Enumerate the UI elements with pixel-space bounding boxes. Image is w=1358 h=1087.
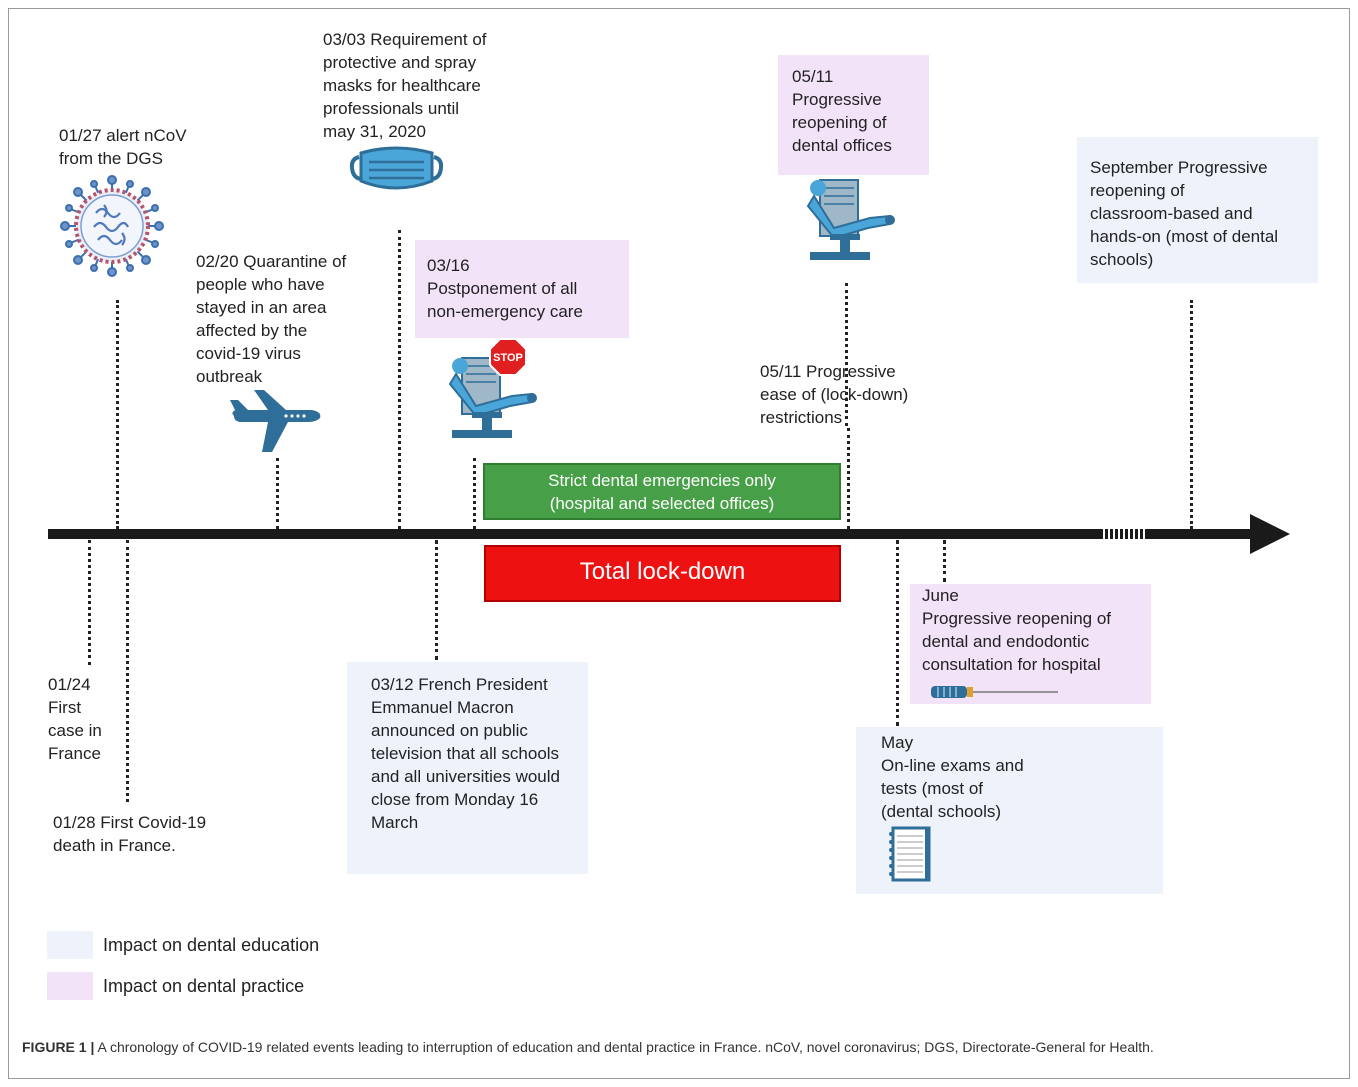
box-september (1077, 137, 1318, 283)
connector-masks (398, 230, 401, 529)
connector-ease-restrictions (847, 428, 850, 529)
caption-label: FIGURE 1 | (22, 1039, 95, 1055)
timeline-axis (48, 529, 1258, 539)
connector-quarantine (276, 458, 279, 529)
box-postponement (415, 240, 629, 338)
event-june: June Progressive reopening of dental and… (922, 586, 1112, 674)
connector-macron (435, 540, 438, 660)
connector-may (896, 540, 899, 726)
event-ease-restrictions: 05/11 Progressive ease of (lock-down) re… (760, 362, 909, 427)
figure-caption: FIGURE 1 | A chronology of COVID-19 rela… (22, 1037, 1342, 1057)
endodontic-file-icon (931, 686, 1058, 698)
event-masks: 03/03 Requirement of protective and spra… (323, 30, 487, 141)
caption-text: A chronology of COVID-19 related events … (94, 1039, 1154, 1055)
stop-sign-icon: STOP (489, 338, 527, 376)
legend-label-practice: Impact on dental practice (103, 976, 305, 996)
connector-alert-ncov (116, 300, 119, 529)
legend-label-education: Impact on dental education (103, 935, 320, 955)
box-macron (347, 662, 588, 874)
timeline-axis-break (1100, 529, 1148, 539)
event-first-death: 01/28 First Covid-19 death in France. (53, 813, 207, 855)
event-alert-ncov: 01/27 alert nCoV from the DGS (59, 126, 187, 168)
dental-chair-icon (448, 357, 537, 438)
mask-icon (349, 146, 444, 190)
connector-reopening-offices (845, 283, 848, 426)
figure-frame (8, 8, 1350, 1079)
event-september: September Progressive reopening of class… (1090, 158, 1279, 269)
box-june (910, 584, 1151, 704)
emergencies-only-bar: Strict dental emergencies only (hospital… (483, 463, 841, 520)
connector-first-death (126, 540, 129, 802)
connector-first-case (88, 540, 91, 665)
connector-september (1190, 300, 1193, 529)
event-may: May On-line exams and tests (most of (de… (881, 733, 1024, 821)
legend-swatch-practice (47, 972, 93, 1000)
stop-sign-label: STOP (493, 352, 523, 364)
notebook-icon (889, 826, 931, 882)
connector-june (943, 540, 946, 582)
airplane-icon (230, 390, 321, 452)
box-reopening-offices (778, 55, 929, 175)
total-lockdown-bar: Total lock-down (484, 545, 841, 602)
virus-icon (60, 175, 164, 277)
event-quarantine: 02/20 Quarantine of people who have stay… (196, 252, 347, 386)
event-first-case: 01/24 First case in France (48, 675, 102, 763)
event-macron: 03/12 French President Emmanuel Macron a… (371, 675, 560, 832)
dental-chair-icon (806, 179, 895, 260)
event-reopening-offices: 05/11 Progressive reopening of dental of… (792, 67, 892, 155)
timeline-arrow-icon (1250, 514, 1290, 554)
connector-postponement (473, 458, 476, 529)
legend-swatch-education (47, 931, 93, 959)
event-postponement: 03/16 Postponement of all non-emergency … (427, 256, 583, 321)
